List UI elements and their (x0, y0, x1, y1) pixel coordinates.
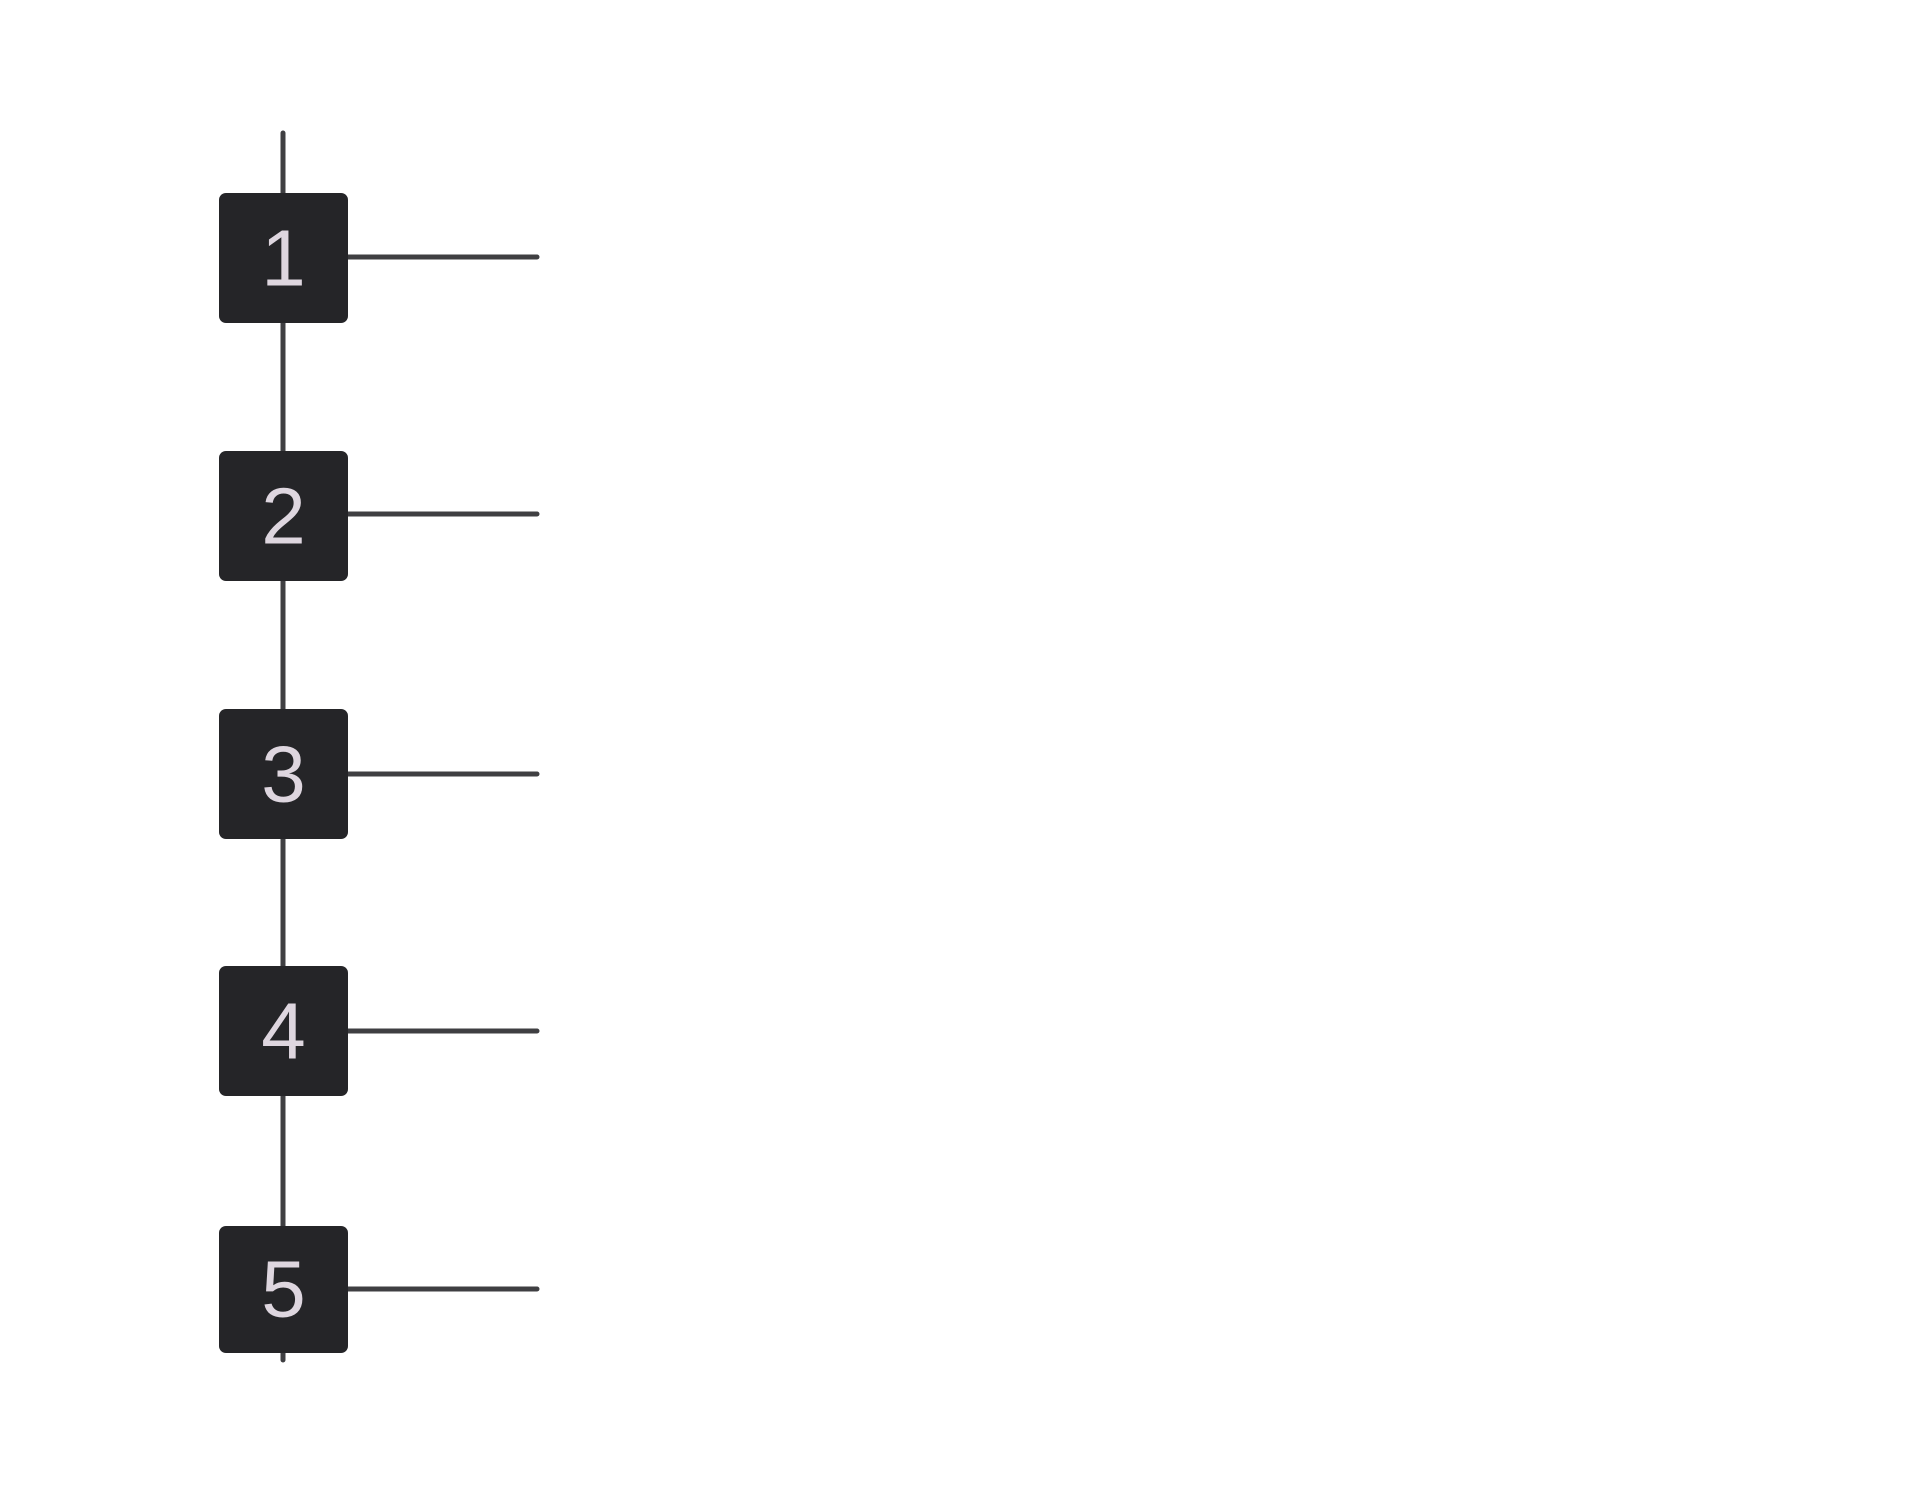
step-3-label: 3 (261, 730, 306, 819)
step-5-label: 5 (261, 1245, 306, 1334)
step-1-label: 1 (261, 214, 306, 303)
step-4: 4 (219, 966, 540, 1096)
step-4-box (219, 966, 348, 1096)
step-1: 1 (219, 193, 540, 323)
step-5: 5 (219, 1226, 540, 1353)
step-1-box (219, 193, 348, 323)
step-2-box (219, 451, 348, 581)
step-5-box (219, 1226, 348, 1353)
step-2-label: 2 (261, 472, 306, 561)
step-3-box (219, 709, 348, 839)
step-2: 2 (219, 451, 540, 581)
step-3: 3 (219, 709, 540, 839)
step-4-label: 4 (261, 987, 306, 1076)
